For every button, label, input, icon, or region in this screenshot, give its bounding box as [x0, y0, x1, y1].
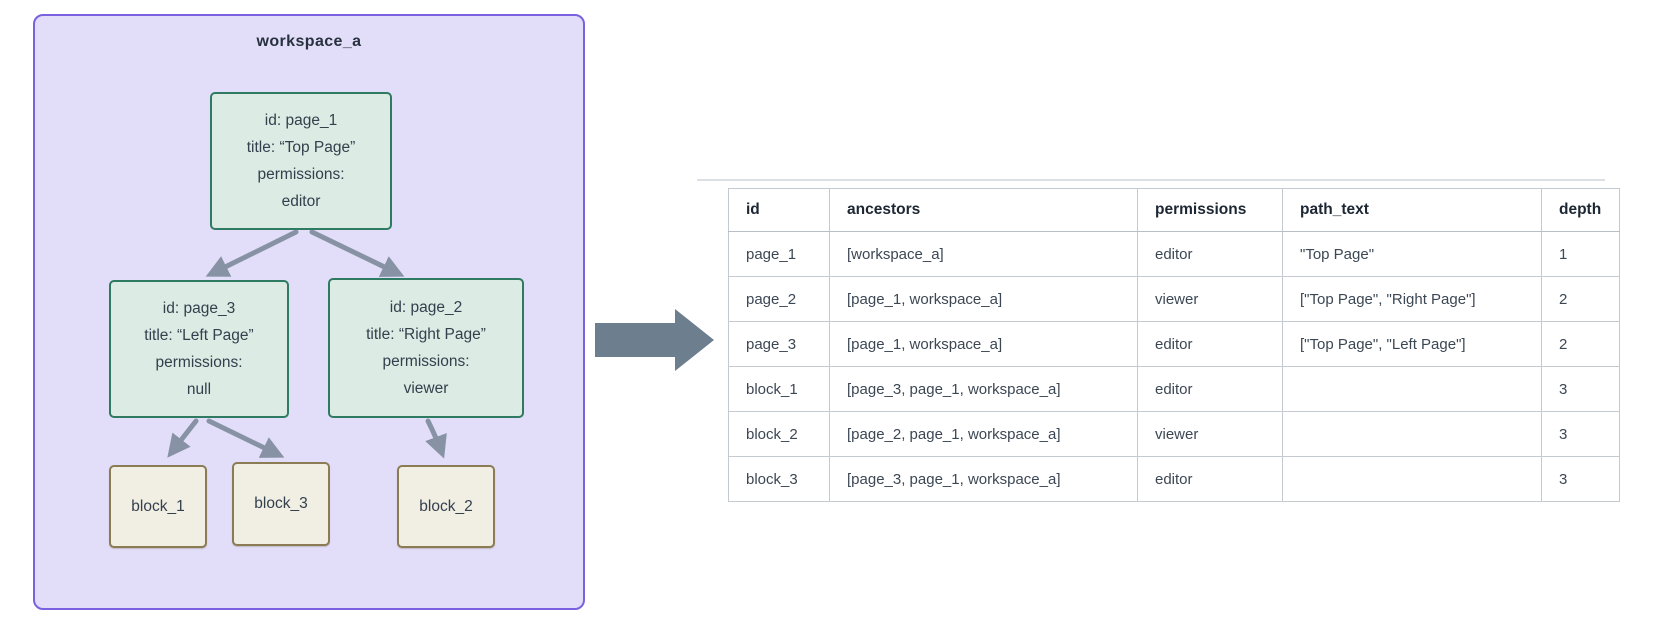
cell-depth: 3: [1541, 366, 1620, 412]
column-header-depth: depth: [1541, 188, 1620, 232]
node-page-2-permissions-label: permissions:: [382, 353, 470, 370]
cell-ancestors: [page_1, workspace_a]: [829, 276, 1138, 322]
cell-path-text: ["Top Page", "Left Page"]: [1282, 321, 1542, 367]
cell-permissions: editor: [1137, 366, 1283, 412]
node-page-2: id: page_2 title: “Right Page” permissio…: [328, 278, 524, 418]
cell-path-text: "Top Page": [1282, 231, 1542, 277]
node-page-2-id: id: page_2: [389, 299, 463, 316]
table-row: page_1 [workspace_a] editor "Top Page" 1: [728, 231, 1620, 277]
node-block-2-label: block_2: [419, 497, 473, 515]
node-page-3: id: page_3 title: “Left Page” permission…: [109, 280, 289, 418]
cell-depth: 2: [1541, 321, 1620, 367]
column-header-id: id: [728, 188, 830, 232]
node-page-2-permissions-value: viewer: [403, 380, 449, 397]
node-block-2: block_2: [397, 465, 495, 548]
cell-ancestors: [workspace_a]: [829, 231, 1138, 277]
cell-depth: 3: [1541, 411, 1620, 457]
node-page-3-permissions-value: null: [186, 381, 212, 398]
table-header-row: id ancestors permissions path_text depth: [728, 188, 1620, 232]
cell-path-text: [1282, 456, 1542, 502]
column-header-path-text: path_text: [1282, 188, 1542, 232]
node-page-1-permissions-value: editor: [281, 193, 321, 210]
cell-id: block_2: [728, 411, 830, 457]
cell-depth: 3: [1541, 456, 1620, 502]
cell-permissions: editor: [1137, 231, 1283, 277]
cell-ancestors: [page_3, page_1, workspace_a]: [829, 366, 1138, 412]
table-row: page_3 [page_1, workspace_a] editor ["To…: [728, 321, 1620, 367]
node-block-3-label: block_3: [254, 495, 308, 512]
node-page-1: id: page_1 title: “Top Page” permissions…: [210, 92, 392, 230]
cell-path-text: [1282, 411, 1542, 457]
cell-path-text: [1282, 366, 1542, 412]
column-header-permissions: permissions: [1137, 188, 1283, 232]
node-page-3-permissions-label: permissions:: [155, 354, 243, 371]
table-row: block_2 [page_2, page_1, workspace_a] vi…: [728, 411, 1620, 457]
cell-permissions: viewer: [1137, 411, 1283, 457]
cell-ancestors: [page_2, page_1, workspace_a]: [829, 411, 1138, 457]
node-page-1-title: title: “Top Page”: [246, 139, 356, 156]
table-row: block_1 [page_3, page_1, workspace_a] ed…: [728, 366, 1620, 412]
table-top-hairline: [697, 179, 1605, 181]
cell-ancestors: [page_3, page_1, workspace_a]: [829, 456, 1138, 502]
node-page-3-id: id: page_3: [162, 300, 236, 317]
column-header-ancestors: ancestors: [829, 188, 1138, 232]
cell-id: page_1: [728, 231, 830, 277]
cell-ancestors: [page_1, workspace_a]: [829, 321, 1138, 367]
cell-id: block_1: [728, 366, 830, 412]
result-table: id ancestors permissions path_text depth…: [728, 188, 1620, 502]
table-row: block_3 [page_3, page_1, workspace_a] ed…: [728, 456, 1620, 502]
cell-id: page_3: [728, 321, 830, 367]
node-block-1: block_1: [109, 465, 207, 548]
cell-id: block_3: [728, 456, 830, 502]
node-page-3-title: title: “Left Page”: [144, 327, 254, 344]
cell-id: page_2: [728, 276, 830, 322]
node-page-1-id: id: page_1: [264, 112, 338, 129]
node-page-1-permissions-label: permissions:: [257, 166, 345, 183]
table-row: page_2 [page_1, workspace_a] viewer ["To…: [728, 276, 1620, 322]
node-page-2-title: title: “Right Page”: [366, 326, 486, 343]
node-block-1-label: block_1: [131, 497, 185, 515]
workspace-title: workspace_a: [256, 33, 362, 50]
node-block-3: block_3: [232, 462, 330, 546]
cell-permissions: editor: [1137, 321, 1283, 367]
cell-depth: 1: [1541, 231, 1620, 277]
cell-permissions: editor: [1137, 456, 1283, 502]
cell-depth: 2: [1541, 276, 1620, 322]
cell-path-text: ["Top Page", "Right Page"]: [1282, 276, 1542, 322]
cell-permissions: viewer: [1137, 276, 1283, 322]
